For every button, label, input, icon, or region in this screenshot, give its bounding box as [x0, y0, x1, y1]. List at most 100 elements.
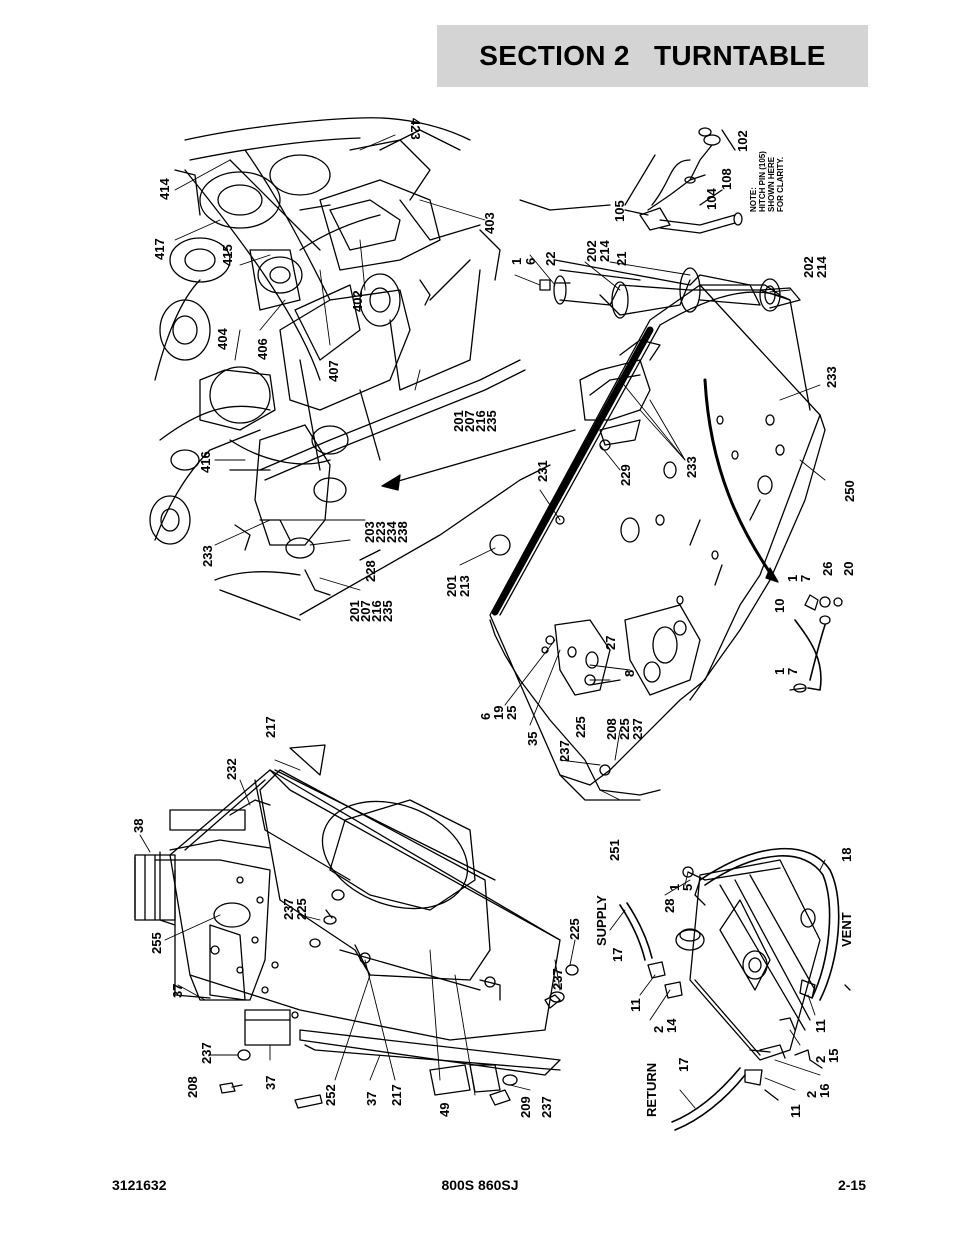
callout-stack-1-7-b: 1 7	[772, 668, 800, 675]
footer-manual-number: 3121632	[112, 1177, 167, 1193]
callout-stack-1-7-a: 1 7	[785, 575, 813, 582]
label-return: RETURN	[644, 1063, 659, 1117]
callout-lower-left: 49	[437, 1103, 452, 1117]
svg-text:234: 234	[384, 521, 399, 543]
callout-frame: 251	[607, 839, 622, 861]
engine-valve-assembly	[149, 117, 501, 621]
label-vent: VENT	[839, 912, 854, 947]
callout-top-left: 416	[198, 451, 213, 473]
svg-text:NOTE:: NOTE:	[749, 187, 758, 212]
turntable-frame	[489, 259, 843, 801]
callout-stack-2-15: 2 15	[813, 1049, 841, 1063]
svg-text:216: 216	[369, 600, 384, 622]
callout-frame: 20	[841, 562, 856, 576]
callout-stack-201-a: 201 207 216 235	[347, 600, 395, 622]
svg-text:7: 7	[785, 668, 800, 675]
callout-lower-left: 208	[185, 1076, 200, 1098]
callout-stack-1-5: 1 5	[667, 884, 695, 891]
callout-lower-left: 237	[199, 1042, 214, 1064]
svg-text:1: 1	[667, 884, 682, 891]
hydraulic-tank-assembly	[619, 847, 851, 1131]
callout-frame: 22	[543, 252, 558, 266]
callout-lower-right: 11	[813, 1019, 828, 1033]
svg-text:214: 214	[597, 240, 612, 262]
callout-lower-left: 217	[389, 1084, 404, 1106]
callout-stack-1-6: 1 6	[509, 258, 538, 265]
direction-arrow	[381, 429, 576, 491]
svg-text:225: 225	[294, 898, 309, 920]
callout-lower-right: 17	[610, 948, 625, 962]
svg-text:216: 216	[473, 410, 488, 432]
callout-leaders-lower-right	[609, 859, 826, 1109]
callout-lower-left: 217	[263, 716, 278, 738]
callout-lower-left: 38	[131, 819, 146, 833]
callout-frame: 26	[820, 562, 835, 576]
svg-text:SHOWN HERE: SHOWN HERE	[767, 156, 776, 212]
callout-top-left: 403	[482, 212, 497, 234]
callout-stack-202-a: 202 214	[584, 240, 612, 262]
callout-top-left: 423	[408, 118, 423, 140]
callout-stack-6-19-25: 6 19 25	[478, 706, 519, 720]
svg-text:1: 1	[785, 575, 800, 582]
svg-text:FOR CLARITY.: FOR CLARITY.	[776, 157, 785, 212]
hitch-pin-note: NOTE: HITCH PIN (105) SHOWN HERE FOR CLA…	[749, 151, 785, 212]
callout-lower-left: 237	[539, 1096, 554, 1118]
svg-text:1: 1	[772, 668, 787, 675]
callout-frame: 10	[772, 599, 787, 613]
svg-text:1: 1	[509, 258, 524, 265]
svg-text:235: 235	[380, 600, 395, 622]
svg-text:207: 207	[358, 600, 373, 622]
callout-hitch: 102	[735, 130, 750, 152]
svg-text:223: 223	[373, 521, 388, 543]
svg-text:225: 225	[617, 718, 632, 740]
svg-text:207: 207	[462, 410, 477, 432]
callout-top-left: 406	[255, 338, 270, 360]
svg-text:HITCH PIN (105): HITCH PIN (105)	[758, 151, 767, 212]
svg-text:7: 7	[798, 575, 813, 582]
callout-top-left: 233	[200, 545, 215, 567]
callout-stack-2-16: 2 16	[804, 1084, 832, 1098]
svg-text:2: 2	[651, 1026, 666, 1033]
section-title: SECTION 2 TURNTABLE	[479, 40, 826, 71]
svg-text:201: 201	[444, 575, 459, 597]
callout-hitch: 108	[719, 168, 734, 190]
callout-frame: 229	[618, 464, 633, 486]
svg-text:213: 213	[457, 575, 472, 597]
svg-text:2: 2	[813, 1056, 828, 1063]
callout-lower-right: 28	[662, 899, 677, 913]
callout-lower-right: 11	[788, 1104, 803, 1118]
hitch-pin-detail	[549, 127, 743, 234]
callout-hitch: 105	[612, 200, 627, 222]
callout-lower-right: 18	[839, 848, 854, 862]
callout-lower-left: 232	[224, 758, 239, 780]
callout-lower-left: 209	[518, 1096, 533, 1118]
callout-frame: 233	[684, 456, 699, 478]
svg-text:19: 19	[491, 706, 506, 720]
section-header: SECTION 2 TURNTABLE	[437, 25, 868, 87]
callout-top-left: 414	[157, 178, 172, 200]
svg-text:25: 25	[504, 706, 519, 720]
callout-lower-left: 255	[149, 932, 164, 954]
callout-stack-201-213: 201 213	[444, 575, 472, 597]
callout-frame: 35	[525, 732, 540, 746]
engine-mount-rail	[259, 199, 551, 616]
callout-hitch: 104	[704, 188, 719, 210]
svg-text:203: 203	[362, 521, 377, 543]
svg-text:15: 15	[826, 1049, 841, 1063]
callout-frame: 233	[824, 366, 839, 388]
svg-text:238: 238	[395, 521, 410, 543]
callout-lower-right: 17	[676, 1058, 691, 1072]
svg-text:16: 16	[817, 1084, 832, 1098]
callout-top-left: 404	[215, 328, 230, 350]
callout-lower-right: 11	[628, 998, 643, 1012]
svg-text:202: 202	[801, 256, 816, 278]
callout-leaders-top-left	[174, 134, 486, 591]
callout-lower-left: 37	[364, 1092, 379, 1106]
callout-frame: 21	[614, 252, 629, 266]
callout-stack-2-14: 2 14	[651, 1018, 679, 1033]
callout-frame: 250	[842, 480, 857, 502]
callout-stack-208-225-237-a: 208 225 237	[604, 718, 645, 740]
svg-text:2: 2	[804, 1091, 819, 1098]
svg-text:6: 6	[523, 258, 538, 265]
